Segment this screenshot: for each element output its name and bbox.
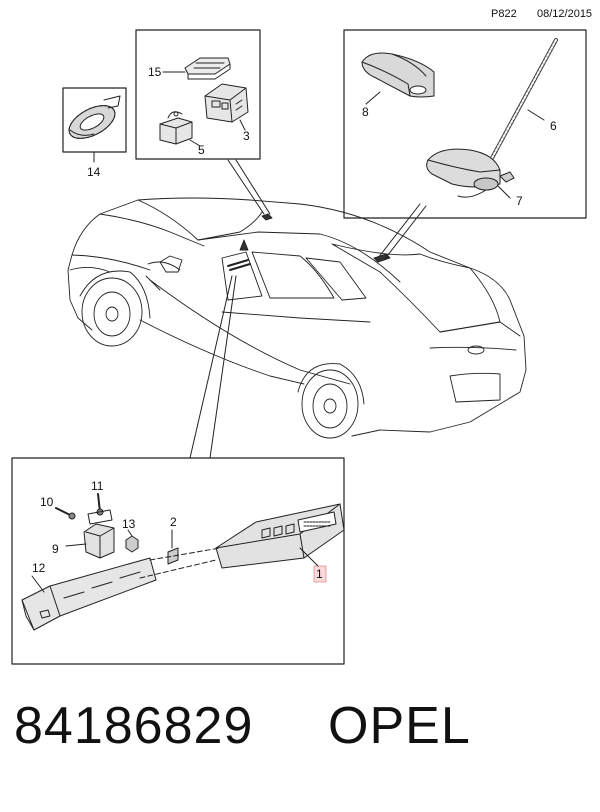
callout-1: 1 [316, 567, 323, 581]
detail-box-module [135, 29, 261, 160]
control-unit-1-icon [215, 503, 345, 569]
callout-10: 10 [40, 495, 54, 509]
detail-box-ring [62, 87, 127, 163]
part-number: 84186829 [14, 697, 254, 755]
callout-7: 7 [516, 194, 523, 208]
detail-box-antenna [343, 29, 587, 219]
antenna-mast-6-icon [490, 38, 558, 160]
car-outline [67, 197, 527, 439]
callout-11: 11 [91, 479, 104, 493]
connector-15-icon [162, 57, 231, 80]
nut-13-icon [125, 529, 139, 553]
sensor-5-icon [159, 111, 201, 147]
callout-13: 13 [122, 517, 136, 531]
callout-1-highlight [313, 565, 327, 583]
detail-box-control-unit [11, 457, 345, 665]
screw-10-icon [55, 507, 76, 520]
callout-15: 15 [148, 65, 162, 79]
antenna-cover-8-icon [361, 52, 435, 105]
callout-3: 3 [243, 129, 250, 143]
leader-lines [189, 159, 427, 459]
antenna-base-7-icon [426, 148, 515, 199]
bolt-2-icon [167, 529, 179, 565]
callout-8: 8 [362, 105, 369, 119]
module-3-icon [204, 83, 249, 131]
ring-part-icon [68, 95, 121, 139]
relay-9-icon [65, 523, 115, 559]
screw-11-icon [87, 493, 113, 525]
page-code: P822 [491, 8, 517, 20]
callout-9: 9 [52, 542, 59, 556]
callout-14: 14 [87, 165, 101, 179]
callout-12: 12 [32, 561, 46, 575]
callout-6: 6 [550, 119, 557, 133]
brand-name: OPEL [328, 697, 471, 755]
page-date: 08/12/2015 [537, 8, 593, 20]
callout-2: 2 [170, 515, 177, 529]
bracket-12-icon [21, 557, 157, 631]
callout-5: 5 [198, 143, 205, 157]
